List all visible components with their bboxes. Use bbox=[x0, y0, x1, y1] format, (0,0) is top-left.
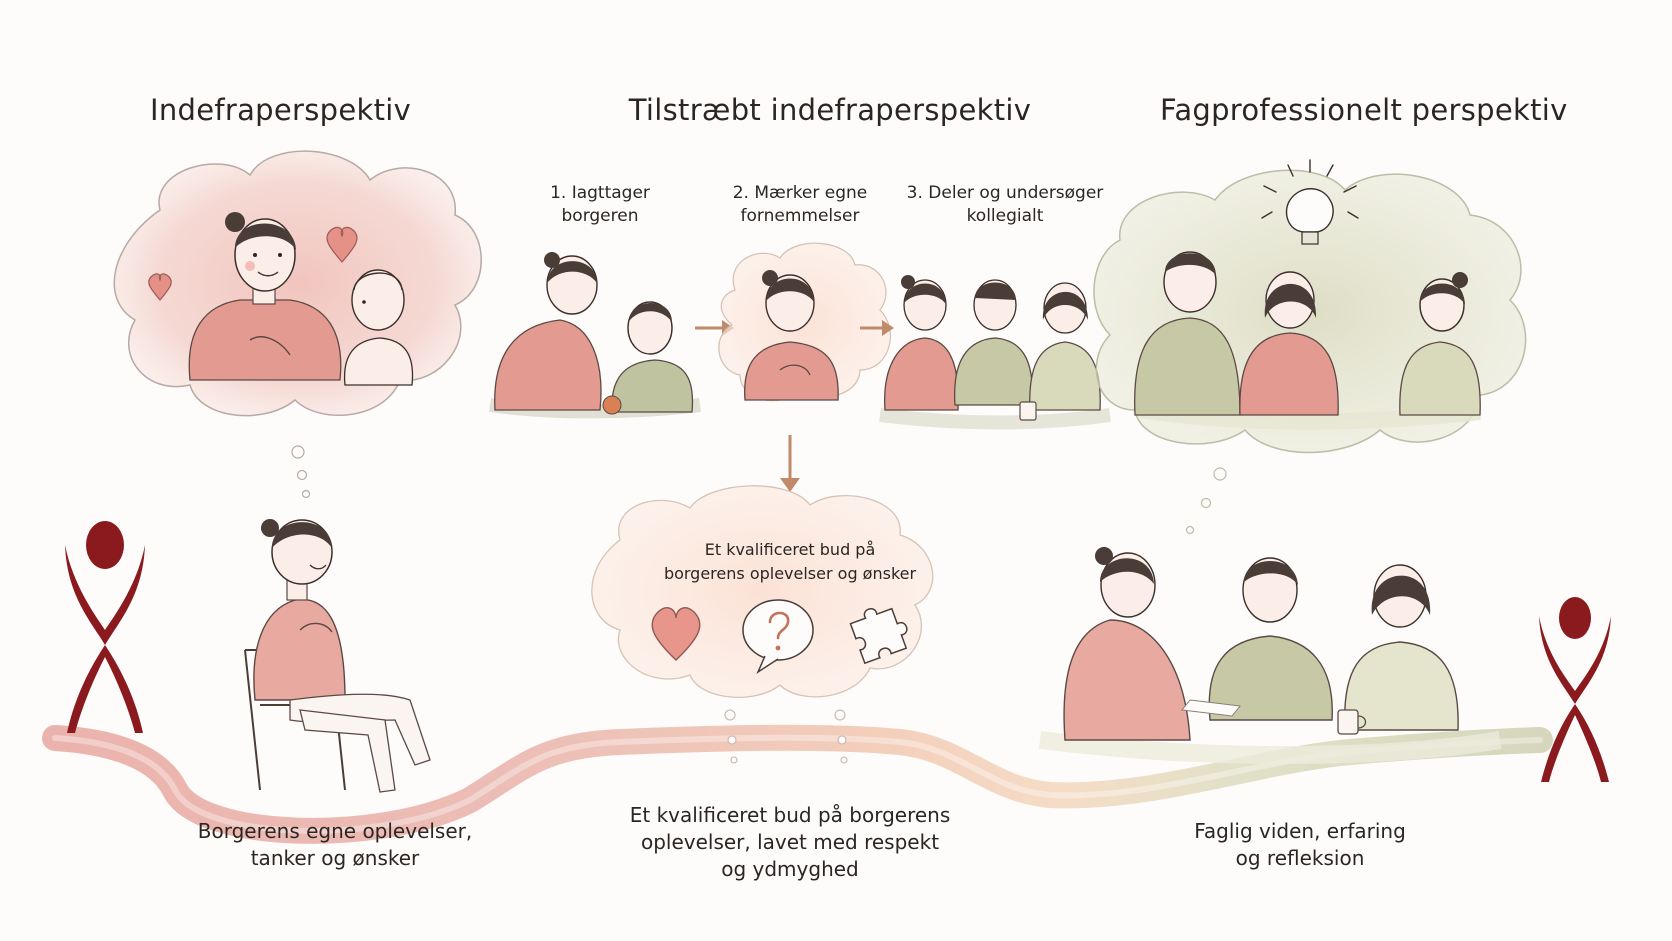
heading-center: Tilstræbt indefraperspektiv bbox=[620, 92, 1040, 128]
step2-scene bbox=[719, 243, 891, 400]
seated-woman-figure bbox=[245, 519, 430, 792]
caption-right: Faglig viden, erfaring og refleksion bbox=[1170, 818, 1430, 872]
result-cloud bbox=[592, 486, 933, 763]
arrow-down bbox=[780, 435, 800, 492]
logo-figure-left bbox=[65, 521, 145, 733]
thought-cloud-right bbox=[1094, 160, 1526, 534]
step-2-label: 2. Mærker egne fornemmelser bbox=[715, 182, 885, 228]
heading-left: Indefraperspektiv bbox=[150, 92, 410, 128]
step1-scene bbox=[490, 252, 700, 414]
thought-cloud-left bbox=[114, 151, 481, 497]
step-3-label: 3. Deler og undersøger kollegialt bbox=[895, 182, 1115, 228]
step-1-label: 1. Iagttager borgeren bbox=[525, 182, 675, 228]
meeting-scene bbox=[1040, 547, 1500, 755]
logo-figure-right bbox=[1539, 597, 1611, 782]
caption-center: Et kvalificeret bud på borgerens oplevel… bbox=[615, 802, 965, 883]
result-cloud-text: Et kvalificeret bud på borgerens oplevel… bbox=[640, 538, 940, 586]
step3-scene bbox=[880, 275, 1110, 423]
heading-right: Fagprofessionelt perspektiv bbox=[1160, 92, 1560, 128]
caption-left: Borgerens egne oplevelser, tanker og øns… bbox=[190, 818, 480, 872]
